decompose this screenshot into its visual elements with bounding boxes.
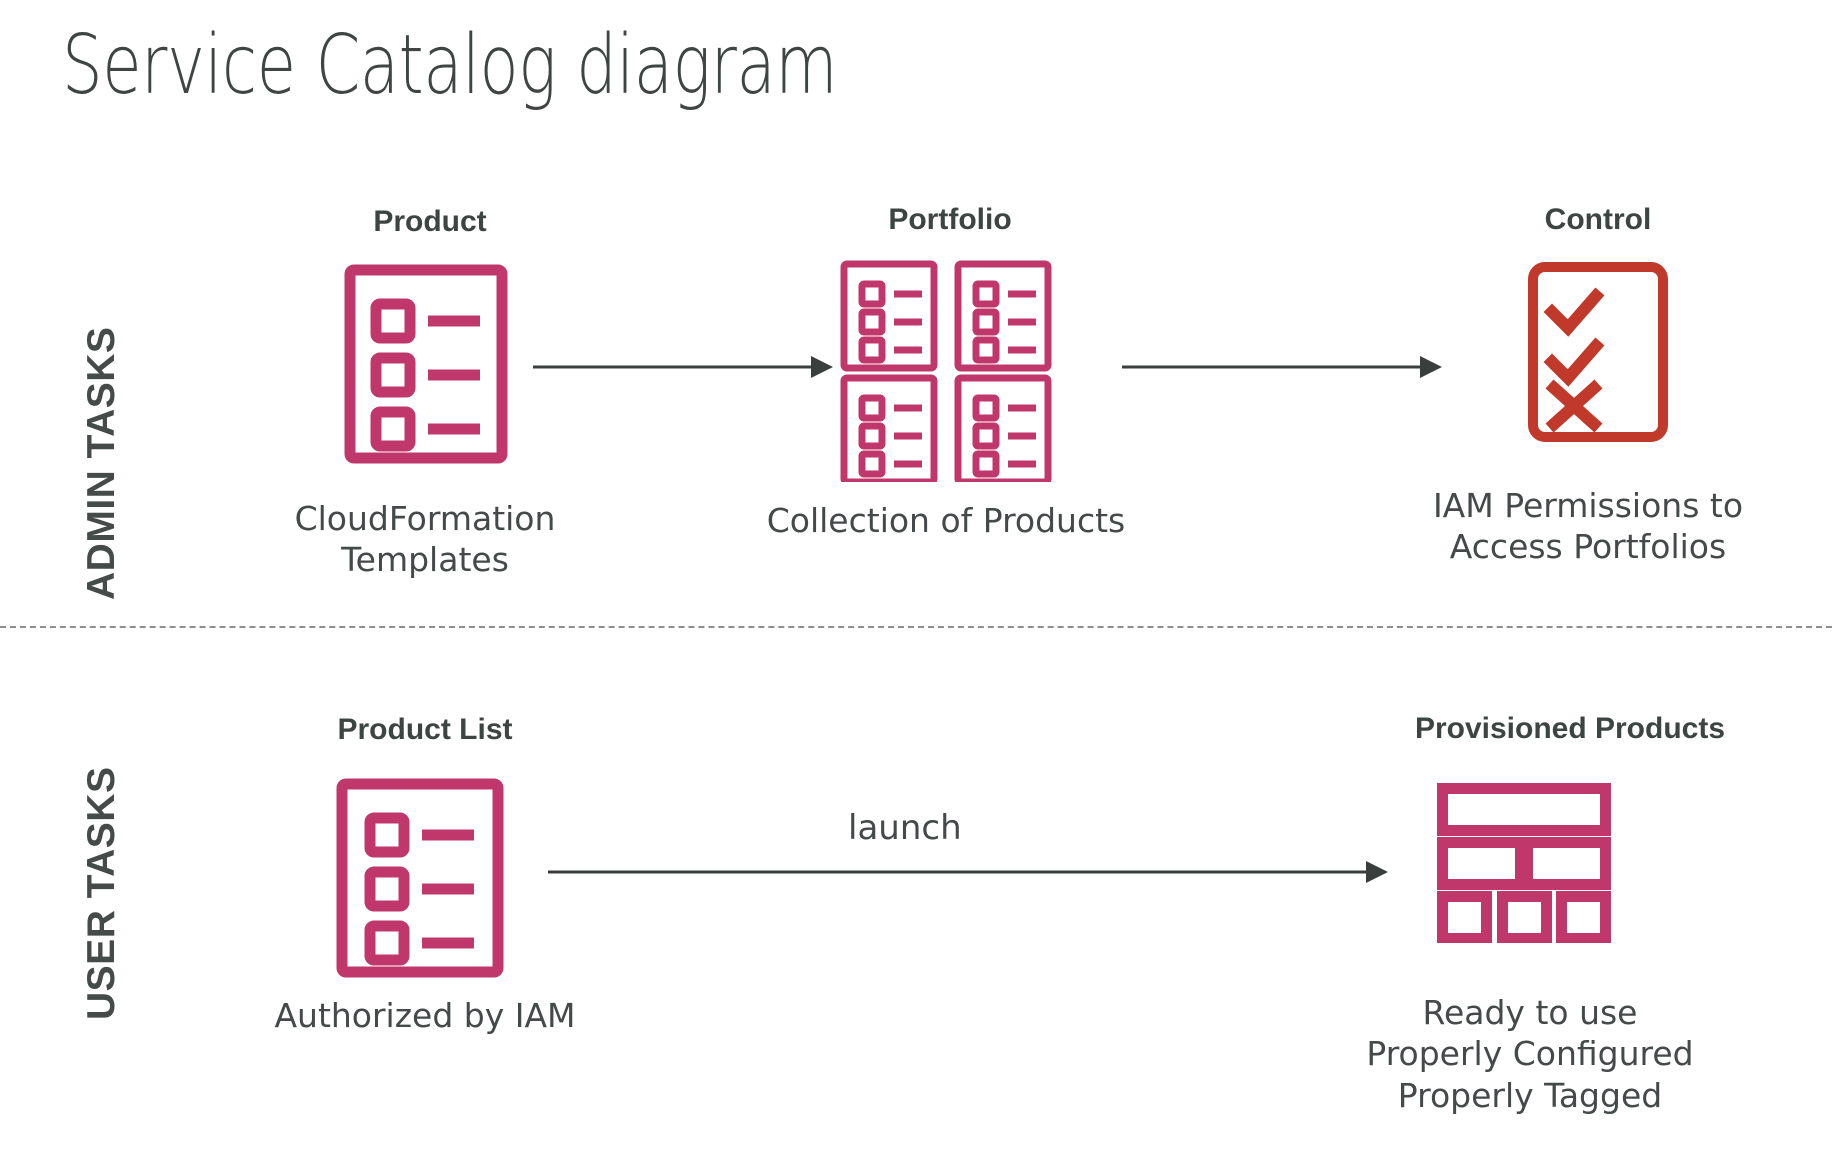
provisioned-blocks-icon [1437,783,1611,943]
band-divider [0,626,1832,628]
node-heading-provisioned-products: Provisioned Products [1414,712,1726,745]
arrow-label-launch: launch [848,808,962,848]
product-list-icon [344,264,508,464]
caption-product-list: Authorized by IAM [274,996,576,1035]
caption-product: CloudFormation Templates [294,499,556,580]
arrow-product-to-portfolio [533,356,833,378]
arrow-portfolio-to-control [1122,356,1442,378]
checklist-control-icon [1528,262,1668,442]
node-heading-control: Control [1544,203,1652,236]
product-list-icon [336,778,504,978]
caption-portfolio: Collection of Products [766,501,1126,540]
node-heading-product: Product [373,205,487,238]
caption-control: IAM Permissions to Access Portfolios [1432,486,1744,567]
node-heading-portfolio: Portfolio [888,203,1012,236]
band-label-user-tasks: USER TASKS [80,766,123,1020]
page-title: Service Catalog diagram [62,18,838,113]
node-heading-product-list: Product List [337,713,513,746]
launch-arrow [548,861,1388,883]
portfolio-grid-icon [840,260,1052,482]
caption-provisioned-products: Ready to use Properly Configured Properl… [1366,993,1694,1115]
band-label-admin-tasks: ADMIN TASKS [80,326,123,600]
